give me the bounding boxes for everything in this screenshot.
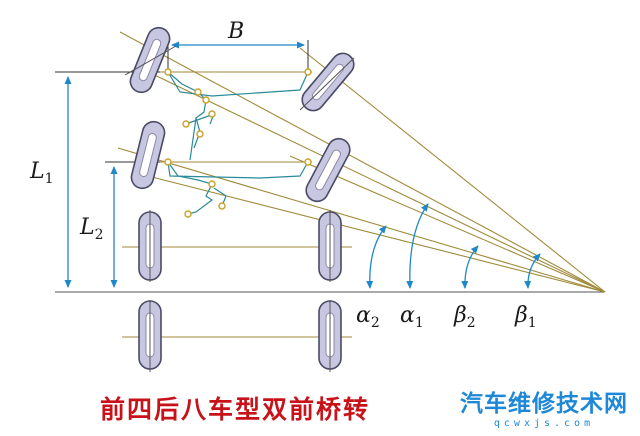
watermark: 汽车维修技术网 qcwxjs.com [460,391,628,430]
turning-line-outer-2 [289,155,606,293]
angle-arc-beta2 [461,245,479,289]
diagram-caption: 前四后八车型双前桥转 [100,395,371,424]
label-l1-subscript: 1 [45,171,54,187]
wheels [126,23,360,370]
angle-arc-alpha2 [366,225,387,289]
label-l2: L2 [79,215,104,243]
steering-linkage [167,71,309,215]
watermark-name: 汽车维修技术网 [460,391,628,417]
turning-line-beta1 [119,31,606,293]
label-alpha2-subscript: 2 [371,315,380,331]
linkage-joints [164,68,312,218]
turning-line-alpha1 [139,67,606,293]
label-l2-subscript: 2 [95,227,104,243]
wheel-front-left-1 [126,23,174,97]
label-l1: L1 [29,159,54,187]
wheel-front-right-2 [301,134,355,206]
wheel-front-right-1 [296,48,360,116]
wheel-axis-ticks [124,45,355,372]
turning-line-beta2 [117,147,606,293]
angle-arc-beta1 [524,253,541,289]
label-beta1-subscript: 1 [528,315,537,331]
angle-arc-alpha1 [406,203,429,289]
label-alpha1: α1 [400,303,424,331]
label-alpha2: α2 [356,303,380,331]
label-beta1: β1 [514,303,537,331]
label-alpha1-subscript: 1 [415,315,424,331]
wheel-front-left-2 [128,118,168,192]
label-beta2: β2 [453,303,476,331]
watermark-url: qcwxjs.com [493,418,595,429]
label-beta2-subscript: 2 [467,315,476,331]
label-b: B [227,19,244,44]
turning-line-outer-1 [299,47,606,293]
angle-arcs [366,203,541,289]
